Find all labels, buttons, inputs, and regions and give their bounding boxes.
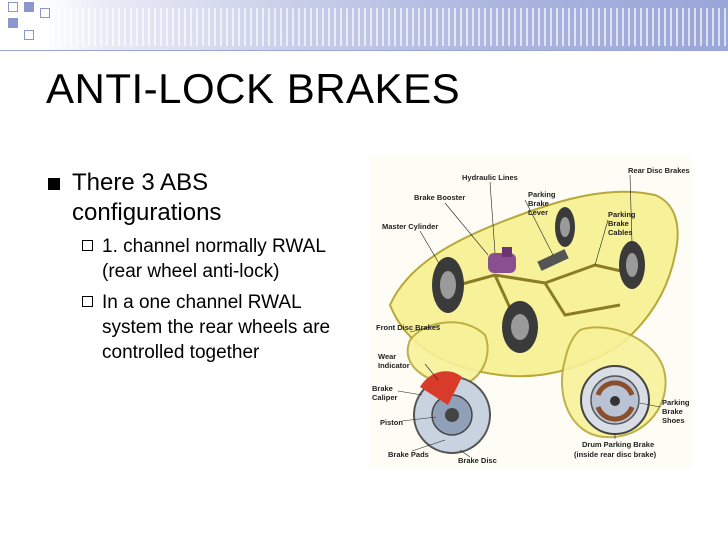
label-parking-brake-cables-2: Brake [608, 219, 629, 228]
front-left-wheel [432, 257, 464, 313]
header-stripes [40, 8, 728, 46]
label-brake-disc: Brake Disc [458, 456, 497, 465]
corner-square-decor [24, 2, 34, 12]
label-brake-caliper-1: Brake [372, 384, 393, 393]
slide-title: ANTI-LOCK BRAKES [46, 65, 461, 112]
corner-square-decor [8, 2, 18, 12]
sub-bullet-item: 1. channel normally RWAL (rear wheel ant… [80, 234, 361, 284]
label-front-disc-brakes: Front Disc Brakes [376, 323, 440, 332]
master-cylinder [488, 247, 516, 273]
label-brake-caliper-2: Caliper [372, 393, 398, 402]
front-right-wheel [502, 301, 538, 353]
leader-lines [397, 174, 661, 458]
label-brake-pads: Brake Pads [388, 450, 429, 459]
parking-brake-lever [537, 249, 569, 271]
corner-square-decor [24, 30, 34, 40]
label-master-cylinder: Master Cylinder [382, 222, 438, 231]
rear-left-wheel [555, 207, 575, 247]
sub-bullet-text: 1. channel normally RWAL (rear wheel ant… [102, 236, 326, 282]
drum-brake-closeup [580, 365, 650, 435]
header-divider [0, 50, 728, 51]
bullet-item: There 3 ABS configurations [46, 168, 361, 228]
label-wear-indicator-2: Indicator [378, 361, 410, 370]
label-drum-parking-brake-1: Drum Parking Brake [582, 440, 654, 449]
label-hydraulic-lines: Hydraulic Lines [462, 173, 518, 182]
abs-diagram-figure: Hydraulic Lines Rear Disc Brakes Brake B… [370, 155, 692, 468]
hollow-square-bullet-icon [82, 296, 93, 307]
abs-diagram: Hydraulic Lines Rear Disc Brakes Brake B… [372, 166, 690, 465]
label-rear-disc-brakes: Rear Disc Brakes [628, 166, 690, 175]
header-band [0, 0, 728, 50]
label-piston: Piston [380, 418, 403, 427]
bullet-list: There 3 ABS configurations 1. channel no… [46, 168, 361, 365]
label-parking-brake-cables-3: Cables [608, 228, 633, 237]
hollow-square-bullet-icon [82, 240, 93, 251]
corner-square-decor [40, 8, 50, 18]
label-parking-brake-shoes-3: Shoes [662, 416, 685, 425]
label-parking-brake-lever-2: Brake [528, 199, 549, 208]
label-parking-brake-shoes-1: Parking [662, 398, 690, 407]
label-parking-brake-cables-1: Parking [608, 210, 636, 219]
label-parking-brake-lever-3: Lever [528, 208, 548, 217]
sub-bullet-text: In a one channel RWAL system the rear wh… [102, 292, 331, 363]
corner-square-decor [8, 18, 18, 28]
label-parking-brake-lever-1: Parking [528, 190, 556, 199]
label-parking-brake-shoes-2: Brake [662, 407, 683, 416]
label-brake-booster: Brake Booster [414, 193, 465, 202]
label-drum-parking-brake-2: (inside rear disc brake) [574, 450, 657, 459]
label-wear-indicator-1: Wear [378, 352, 396, 361]
sub-bullet-item: In a one channel RWAL system the rear wh… [80, 290, 361, 365]
front-wheel-lobe [406, 321, 489, 387]
disc-brake-closeup [413, 371, 491, 454]
rear-right-wheel [619, 241, 645, 289]
